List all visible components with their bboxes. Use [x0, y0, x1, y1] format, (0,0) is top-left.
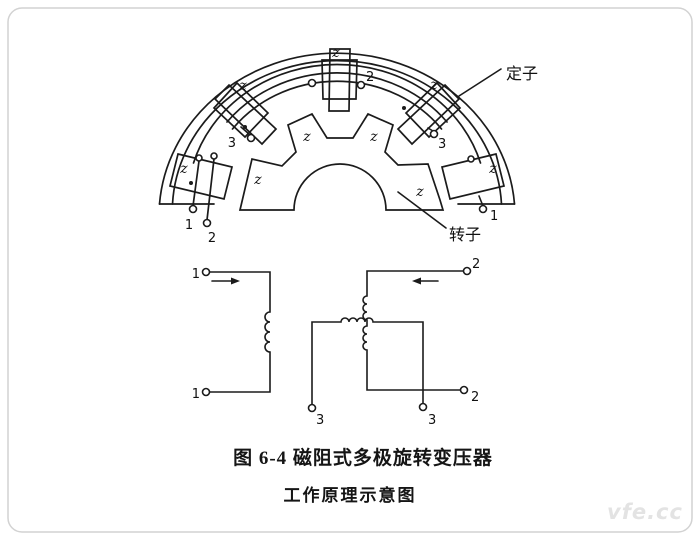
terminal-circle	[246, 133, 256, 143]
winding-rect	[440, 152, 506, 201]
stator-pole-2: 3 z	[212, 78, 278, 151]
stator-outer-arc	[158, 52, 516, 205]
terminal-circle	[429, 129, 439, 139]
terminal-circle	[478, 204, 488, 214]
pole-z-label: z	[179, 161, 188, 177]
pole-tooth	[328, 48, 351, 112]
rotor-z-label: z	[253, 172, 262, 188]
machine-cross-section: 1 2 z 3 z 2 z	[158, 45, 538, 246]
stator-leader-line	[458, 68, 502, 97]
pole-z-label: z	[429, 77, 438, 93]
terminal-label: 1	[192, 267, 200, 282]
horizontal-winding-wire	[311, 317, 424, 405]
winding-rect	[321, 59, 358, 100]
lead-junction	[195, 154, 203, 162]
terminal-circle	[201, 387, 211, 397]
rotor-z-label: z	[415, 184, 424, 200]
stator-label: 定子	[506, 65, 538, 83]
pole-z-label: z	[488, 161, 497, 177]
pole-z-label: z	[331, 45, 340, 61]
polarity-dot	[189, 181, 193, 185]
card-border	[7, 7, 693, 533]
lead-wire	[240, 126, 250, 135]
rotor-z-label: z	[302, 129, 311, 145]
winding-wire	[208, 271, 271, 393]
lead-junction	[467, 155, 475, 163]
terminal-circle	[462, 266, 472, 276]
terminal-label: 1	[490, 209, 498, 224]
winding-schematic: 1 1 2 2 3 3	[192, 257, 481, 428]
lead-junction	[307, 78, 317, 88]
rotor-z-label: z	[369, 129, 378, 145]
lead-wires	[192, 158, 215, 221]
stator-yoke-arc	[171, 59, 503, 205]
terminal-label: 3	[316, 413, 324, 428]
terminal-label: 1	[185, 218, 193, 233]
terminal-label: 2	[472, 257, 480, 272]
terminal-label: 3	[228, 136, 236, 151]
terminal-circle	[418, 402, 428, 412]
polarity-dot	[243, 125, 247, 129]
pole-tooth	[213, 83, 278, 146]
vertical-winding-wire	[362, 270, 465, 391]
terminal-circle	[307, 403, 317, 413]
pole-tooth	[396, 83, 461, 146]
terminal-label: 2	[471, 390, 479, 405]
terminal-label: 2	[208, 231, 216, 246]
terminal-label: 1	[192, 387, 200, 402]
figure-caption-line2: 工作原理示意图	[284, 485, 417, 505]
lead-wire	[478, 195, 484, 207]
terminal-circle	[356, 80, 366, 90]
terminal-circle	[202, 218, 212, 228]
rotor-outline	[238, 112, 445, 211]
figure-caption-line1: 图 6-4 磁阻式多极旋转变压器	[233, 446, 493, 469]
current-arrow-right	[231, 277, 240, 285]
rotor: z z z z	[238, 112, 445, 211]
terminal-label: 2	[366, 70, 374, 85]
current-arrow-left	[412, 277, 421, 285]
output-windings: 2 2 3 3	[307, 257, 480, 428]
watermark: vfe.cc	[607, 500, 683, 524]
terminal-circle	[188, 204, 198, 214]
pole-z-label: z	[238, 78, 247, 94]
lead-junction	[210, 152, 218, 160]
winding-connection-arc-1	[192, 63, 482, 164]
stator-pole-5: 1 z	[440, 152, 506, 224]
terminal-circle	[459, 385, 469, 395]
stator-pole-3: 2 z	[307, 45, 374, 112]
stator-pole-1: 1 2 z	[168, 152, 234, 246]
terminal-label: 3	[428, 413, 436, 428]
winding-connection-arc-3	[231, 80, 443, 130]
polarity-dot	[402, 106, 406, 110]
winding-rect	[404, 81, 462, 139]
rotor-label: 转子	[449, 226, 481, 244]
rotor-leader-line	[397, 191, 447, 229]
winding-connection-arc-2	[226, 72, 448, 123]
excitation-winding: 1 1	[192, 267, 271, 402]
terminal-label: 3	[438, 137, 446, 152]
winding-rect	[212, 81, 270, 139]
terminal-circle	[201, 267, 211, 277]
stator-pole-4: 3 z	[396, 77, 462, 152]
